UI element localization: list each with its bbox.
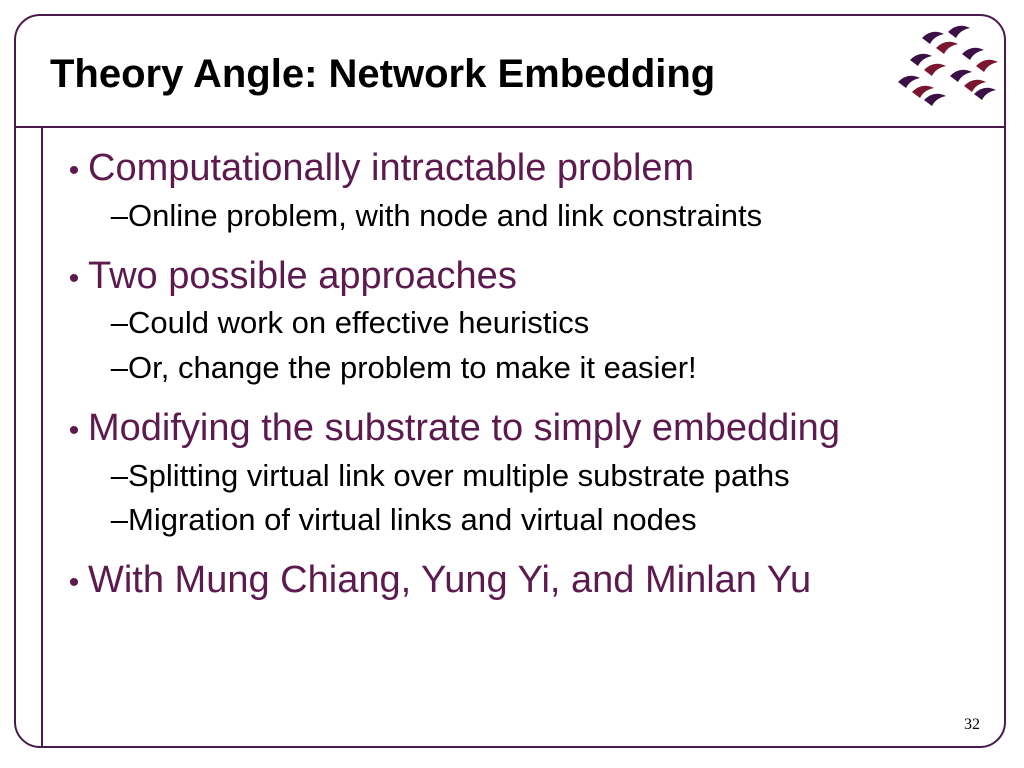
bullet-group-2: • Two possible approaches – Could work o…	[60, 254, 1000, 388]
bullet-text: Modifying the substrate to simply embedd…	[88, 407, 840, 450]
sub-bullet-text: Online problem, with node and link const…	[128, 197, 763, 233]
bullet-list: • Computationally intractable problem – …	[60, 146, 1000, 622]
bullet-group-3: • Modifying the substrate to simply embe…	[60, 406, 1000, 540]
sub-bullet-item: – Online problem, with node and link con…	[60, 196, 1000, 236]
bullet-item: • With Mung Chiang, Yung Yi, and Minlan …	[60, 558, 1000, 604]
bullet-text: Computationally intractable problem	[88, 147, 695, 189]
title-divider	[14, 126, 1006, 128]
bullet-text: With Mung Chiang, Yung Yi, and Minlan Yu	[88, 559, 812, 602]
dash-glyph: –	[110, 349, 128, 385]
bullet-text: Two possible approaches	[88, 254, 517, 297]
dash-glyph: –	[110, 457, 128, 493]
page-number: 32	[964, 716, 980, 733]
sub-bullet-text: Migration of virtual links and virtual n…	[128, 501, 697, 537]
sub-bullet-item: – Splitting virtual link over multiple s…	[60, 456, 1000, 496]
bullet-item: • Modifying the substrate to simply embe…	[60, 406, 1000, 452]
bullet-glyph: •	[68, 414, 80, 448]
left-margin-rule	[41, 126, 43, 748]
dash-glyph: –	[110, 197, 128, 233]
bullet-glyph: •	[68, 566, 80, 600]
slide-title: Theory Angle: Network Embedding	[50, 52, 716, 96]
bullet-group-4: • With Mung Chiang, Yung Yi, and Minlan …	[60, 558, 1000, 604]
sub-bullet-text: Could work on effective heuristics	[128, 305, 590, 341]
sub-bullet-item: – Could work on effective heuristics	[60, 303, 1000, 343]
sub-bullet-item: – Migration of virtual links and virtual…	[60, 500, 1000, 540]
sub-bullet-item: – Or, change the problem to make it easi…	[60, 348, 1000, 388]
university-crest-logo-icon	[898, 25, 998, 106]
bullet-item: • Computationally intractable problem	[60, 146, 1000, 192]
sub-bullet-text: Or, change the problem to make it easier…	[128, 349, 697, 385]
bullet-item: • Two possible approaches	[60, 254, 1000, 300]
dash-glyph: –	[110, 501, 128, 537]
bullet-group-1: • Computationally intractable problem – …	[60, 146, 1000, 236]
dash-glyph: –	[110, 305, 128, 341]
sub-bullet-text: Splitting virtual link over multiple sub…	[128, 457, 790, 493]
bullet-glyph: •	[68, 154, 80, 187]
bullet-glyph: •	[68, 261, 80, 295]
slide-frame	[14, 14, 1006, 748]
